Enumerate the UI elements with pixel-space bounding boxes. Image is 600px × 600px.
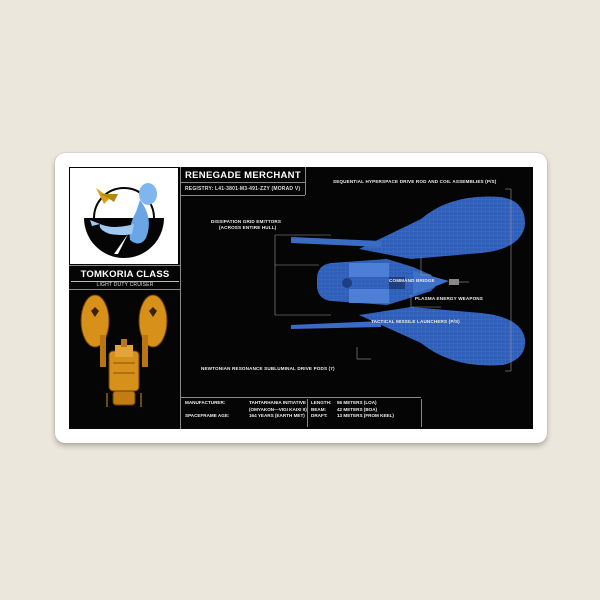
label-plasma-weapons: PLASMA ENERGY WEAPONS [415,296,483,301]
length-label: LENGTH: [311,400,332,405]
pilot-emblem-illustration [70,168,178,264]
ship-spec-card: TOMKORIA CLASS LIGHT DUTY CRUISER RENEGA… [69,167,533,429]
manufacturer-label: MANUFACTURER: [185,400,226,405]
label-newtonian-drive: NEWTONIAN RESONANCE SUBLUMINAL DRIVE POD… [201,366,335,371]
spec-dimensions-block: LENGTH: 55 METERS (LOA) BEAM: 42 METERS (B… [311,400,394,420]
draft-value: 13 METERS (FROM KEEL) [337,413,394,419]
divider [181,182,305,183]
divider [307,399,308,427]
divider [421,399,422,427]
registry-text: REGISTRY: L41-3801-M3-491-ZZY (MORAD V) [185,186,301,192]
length-value: 55 METERS (LOA) [337,400,377,405]
manufacturer-value: TAHTARHANIA INITIATIVE [249,400,306,405]
ship-class-title: TOMKORIA CLASS [71,269,179,282]
label-dissipation-grid: DISSIPATION GRID EMITTORS [211,219,282,224]
divider [181,195,305,196]
divider [305,167,306,195]
spec-manufacturer-block: MANUFACTURER: TAHTARHANIA INITIATIVE (OMY… [185,400,307,420]
manufacturer-value-detail: (OMYAKON—VIGI KAIXI II) [249,406,307,412]
ship-class-subtitle: LIGHT DUTY CRUISER [96,282,154,288]
gold-ship-illustration [80,294,168,407]
divider [180,167,181,429]
label-dissipation-grid-note: (ACROSS ENTIRE HULL) [219,225,277,230]
age-label: SPACEFRAME AGE: [185,413,230,419]
divider [181,397,421,398]
divider [69,289,181,290]
label-hyperspace-drive: SEQUENTIAL HYPERSPACE DRIVE ROD AND COIL… [333,179,497,184]
label-missile-launchers: TACTICAL MISSILE LAUNCHERS (P/S) [371,319,460,324]
blueprint-ship-illustration [274,188,526,372]
divider [69,265,181,266]
age-value: 164 YEARS (EARTH MET) [249,413,305,419]
draft-label: DRAFT: [311,413,328,419]
beam-label: BEAM: [311,406,327,412]
label-command-bridge: COMMAND BRIDGE [389,278,435,283]
beam-value: 42 METERS (BOA) [337,406,378,412]
ship-name-title: RENEGADE MERCHANT [185,170,301,181]
